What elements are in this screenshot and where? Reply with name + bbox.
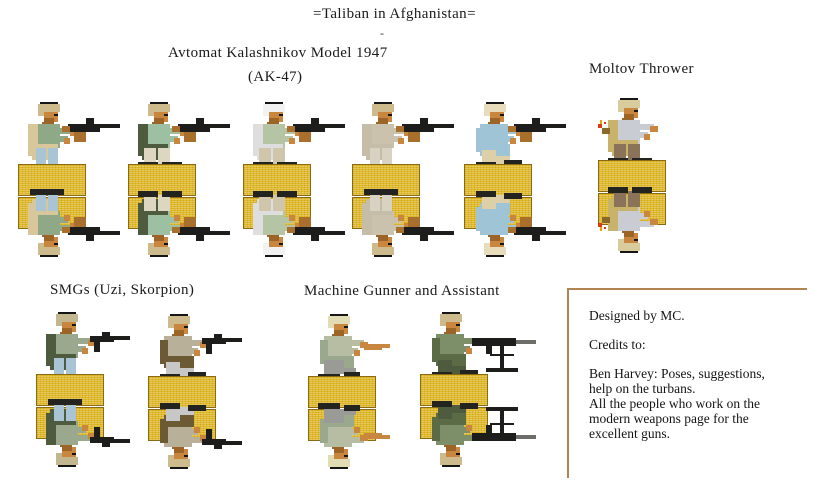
credits-ben-harvey-line1: Ben Harvey: Poses, suggestions, <box>589 366 765 381</box>
smg-uzi-fighter-art <box>36 399 156 469</box>
title-dash: - <box>380 26 385 40</box>
ak47-fighter-3-art <box>243 100 363 168</box>
credits-all-people-line3: excellent guns. <box>589 426 670 441</box>
smg-skorpion-fighter-art <box>148 403 268 471</box>
machine-gunner-art <box>420 310 540 378</box>
moltov-thrower-heading: Moltov Thrower <box>589 61 694 77</box>
sprite-mg-assistant <box>308 312 438 472</box>
credits-box: Designed by MC. Credits to: Ben Harvey: … <box>567 288 807 478</box>
sprite-ak47-fighter-5 <box>464 100 594 260</box>
ak47-fighter-4-art <box>352 100 472 170</box>
sprite-smg-uzi-fighter <box>36 310 166 470</box>
platform-block-upper <box>128 164 196 196</box>
platform-block-upper <box>464 164 532 196</box>
ak47-fighter-2-art <box>128 100 248 168</box>
credits-to-label: Credits to: <box>589 337 646 352</box>
smg-heading: SMGs (Uzi, Skorpion) <box>50 282 195 298</box>
sprite-smg-skorpion-fighter <box>148 312 278 472</box>
mg-assistant-art <box>308 403 428 471</box>
platform-block-upper <box>598 160 666 192</box>
sprite-ak47-fighter-4 <box>352 100 482 260</box>
ak47-fighter-5-art <box>464 100 584 168</box>
platform-block-upper <box>243 164 311 196</box>
sprite-moltov-thrower <box>598 96 728 256</box>
credits-ben-harvey-line2: help on the turbans. <box>589 381 696 396</box>
machine-gunner-heading: Machine Gunner and Assistant <box>304 283 500 299</box>
ak47-fighter-3-art <box>243 191 363 259</box>
sprite-ak47-fighter-3 <box>243 100 373 260</box>
ak47-heading-line2: (AK-47) <box>248 69 303 85</box>
sprite-ak47-fighter-2 <box>128 100 258 260</box>
ak47-fighter-4-art <box>352 189 472 259</box>
credits-spacer-2 <box>589 353 801 366</box>
ak47-fighter-1-art <box>18 189 138 259</box>
credits-designed-by: Designed by MC. <box>589 308 685 323</box>
moltov-thrower-art <box>598 96 718 164</box>
machine-gunner-art <box>420 401 540 469</box>
credits-all-people-line2: modern weapons page for the <box>589 411 749 426</box>
moltov-thrower-art <box>598 187 718 255</box>
credits-spacer-1 <box>589 324 801 337</box>
platform-block-upper <box>308 376 376 408</box>
ak47-fighter-5-art <box>464 191 584 259</box>
mg-assistant-art <box>308 312 428 380</box>
credits-all-people-line1: All the people who work on the <box>589 396 760 411</box>
page-title: =Taliban in Afghanistan= <box>313 6 476 22</box>
platform-block-upper <box>148 376 216 408</box>
platform-block-upper <box>420 374 488 406</box>
smg-uzi-fighter-art <box>36 310 156 380</box>
ak47-heading-line1: Avtomat Kalashnikov Model 1947 <box>168 45 388 61</box>
ak47-fighter-1-art <box>18 100 138 170</box>
ak47-fighter-2-art <box>128 191 248 259</box>
sprite-machine-gunner <box>420 310 550 470</box>
sprite-ak47-fighter-1 <box>18 100 148 260</box>
smg-skorpion-fighter-art <box>148 312 268 380</box>
